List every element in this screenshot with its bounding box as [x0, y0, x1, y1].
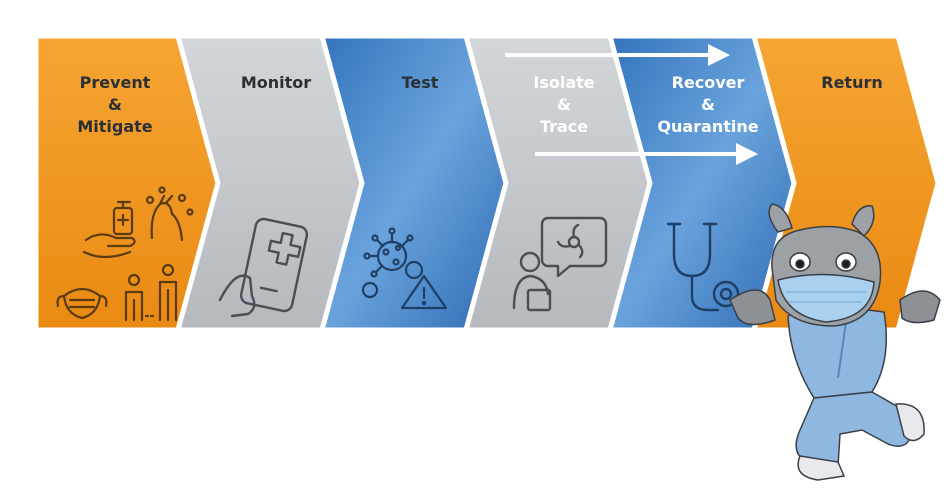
hand-washing-icon: [145, 186, 194, 242]
social-distancing-icon: [124, 263, 178, 322]
arrow-top: [505, 44, 730, 66]
virus-warning-icon: [361, 227, 448, 310]
face-mask-icon: [56, 287, 108, 320]
hand-sanitizer-icon: [82, 200, 136, 259]
smartphone-medical-icon: [218, 217, 309, 318]
contact-tracing-icon: [512, 216, 608, 312]
arrow-bottom: [535, 143, 758, 165]
masked-mascot: [729, 203, 941, 481]
stethoscope-icon: [666, 222, 740, 312]
